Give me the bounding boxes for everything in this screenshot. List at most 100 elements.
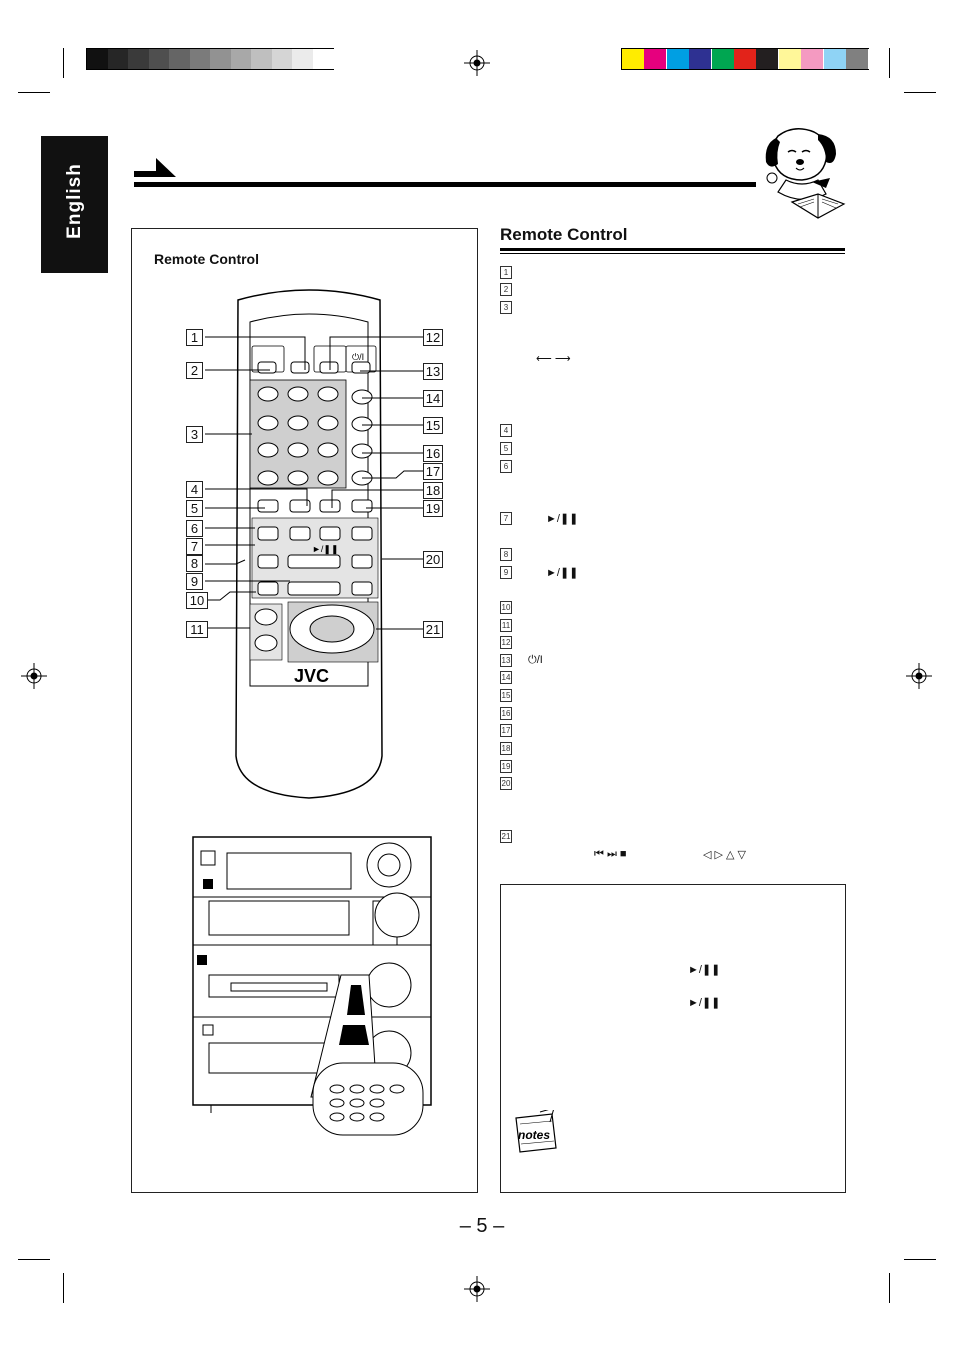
callout-number: 15: [423, 417, 443, 434]
header-rule: [134, 158, 756, 187]
color-swatch: [823, 49, 847, 69]
color-swatch: [801, 49, 825, 69]
color-swatch: [644, 49, 668, 69]
callout-number: 8: [186, 555, 203, 572]
callout-number: 20: [423, 551, 443, 568]
item-number-box: 3: [500, 301, 512, 314]
color-swatch: [756, 49, 780, 69]
section-title-rule-thin: [500, 253, 845, 254]
remote-power-label: ⏻/I: [352, 352, 364, 362]
color-swatch: [622, 49, 645, 69]
notes-icon: notes: [515, 1110, 557, 1153]
item-number-box: 20: [500, 777, 512, 790]
item-number-box: 12: [500, 636, 512, 649]
gray-swatch: [128, 49, 150, 69]
gray-swatch: [210, 49, 232, 69]
item-number-box: 1: [500, 266, 512, 279]
registration-target-icon: [464, 50, 490, 76]
play-pause-symbol: ►/❚❚: [688, 997, 721, 1009]
color-swatch: [778, 49, 802, 69]
notes-label: notes: [518, 1128, 550, 1142]
remote-control-drawing: ⏻/I ►/❚❚ JVC: [235, 289, 383, 799]
gray-swatch: [230, 49, 253, 69]
callout-number: 17: [423, 463, 443, 480]
crop-mark: [889, 1273, 890, 1303]
color-swatch: [846, 49, 869, 69]
item-number-box: 17: [500, 724, 512, 737]
crop-mark: [18, 1259, 50, 1260]
registration-target-icon: [21, 663, 47, 689]
callout-leaders: [205, 336, 424, 630]
callout-number: 1: [186, 329, 203, 346]
power-symbol: ⏻/I: [528, 654, 543, 666]
color-swatch: [689, 49, 713, 69]
language-tab: English: [41, 136, 108, 273]
item-number-box: 10: [500, 601, 512, 614]
item-number-box: 14: [500, 671, 512, 684]
item-number-box: 7: [500, 512, 512, 525]
item-number-box: 11: [500, 619, 512, 632]
crop-mark: [18, 92, 50, 93]
item-number-box: 13: [500, 654, 512, 667]
callout-number: 19: [423, 500, 443, 517]
callout-number: 11: [186, 621, 208, 638]
color-swatch: [666, 49, 690, 69]
gray-swatch: [169, 49, 191, 69]
skip-stop-symbols: ⏮ ⏭ ■: [594, 848, 627, 860]
gray-swatch: [87, 49, 109, 69]
section-title-rule: [500, 248, 845, 251]
callout-number: 9: [186, 573, 203, 590]
callout-number: 7: [186, 538, 203, 555]
section-title: Remote Control: [500, 225, 628, 244]
item-number-box: 19: [500, 760, 512, 773]
gray-swatch: [107, 49, 130, 69]
callout-number: 4: [186, 481, 203, 498]
arrows-symbol: ⟵ ⟶: [536, 353, 571, 365]
callout-number: 16: [423, 445, 443, 462]
play-pause-symbol: ►/❚❚: [546, 513, 579, 525]
callout-number: 12: [423, 329, 443, 346]
crop-mark: [63, 1273, 64, 1303]
item-number-box: 2: [500, 283, 512, 296]
gray-swatch: [271, 49, 294, 69]
item-number-box: 8: [500, 548, 512, 561]
callout-number: 13: [423, 363, 443, 380]
item-number-box: 16: [500, 707, 512, 720]
registration-target-icon: [464, 1276, 490, 1302]
crop-mark: [63, 48, 64, 78]
item-number-box: 18: [500, 742, 512, 755]
language-label: English: [64, 163, 85, 239]
remote-brand-logo: JVC: [294, 666, 329, 686]
page-number: – 5 –: [459, 1215, 505, 1237]
color-bar: [621, 48, 869, 70]
color-swatch: [734, 49, 757, 69]
crop-mark: [904, 1259, 936, 1260]
callout-number: 18: [423, 482, 443, 499]
gray-swatch: [292, 49, 314, 69]
callout-number: 2: [186, 362, 203, 379]
gray-swatch: [148, 49, 171, 69]
remote-play-pause-label: ►/❚❚: [312, 544, 339, 555]
mascot-dog-icon: [765, 128, 846, 219]
gray-swatch: [251, 49, 273, 69]
notes-box: [500, 884, 846, 1193]
gray-swatch: [189, 49, 212, 69]
crop-mark: [904, 92, 936, 93]
item-number-box: 9: [500, 566, 512, 579]
remote-illustration-panel: [131, 228, 478, 1193]
callout-number: 5: [186, 500, 203, 517]
callout-number: 21: [423, 621, 443, 638]
panel-title: Remote Control: [154, 251, 259, 267]
item-number-box: 15: [500, 689, 512, 702]
gray-swatch: [312, 49, 335, 69]
play-pause-symbol: ►/❚❚: [688, 964, 721, 976]
stereo-system-drawing: [192, 836, 432, 1136]
item-number-box: 6: [500, 460, 512, 473]
callout-number: 6: [186, 520, 203, 537]
play-pause-symbol: ►/❚❚: [546, 567, 579, 579]
callout-number: 14: [423, 390, 443, 407]
item-number-box: 5: [500, 442, 512, 455]
callout-number: 10: [186, 592, 208, 609]
color-swatch: [711, 49, 735, 69]
cursor-symbols: ◁ ▷ △ ▽: [703, 849, 747, 861]
